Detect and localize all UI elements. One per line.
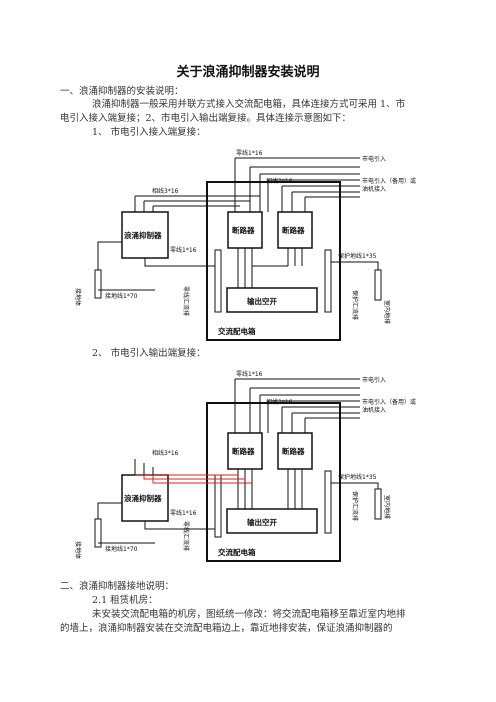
section-1-paragraph-line-1: 浪涌抑制器一般采用并联方式接入交流配电箱，具体连接方式可采用 1、市 [92, 99, 406, 110]
wiring-diagram-2: 零线1*16 市电引入 相线3*16 市电引入（备用）或 油机接入 相线3*16… [74, 370, 416, 562]
fig2-mains-backup-label-2: 油机接入 [362, 406, 386, 414]
ac-box-outline [206, 181, 341, 341]
wiring-diagram-1: 零线1*16 市电引入 相线3*16 市电引入（备用）或 油机接入 相线3*16… [74, 149, 416, 341]
fig2-breaker-2-label: 断路器 [282, 446, 305, 456]
section-1-heading: 一、浪涌抑制器的安装说明： [60, 86, 184, 97]
fig1-neutral-bar-label: 零线汇流排 [182, 286, 190, 316]
fig1-neutral-left-label: 零线1*16 [170, 246, 197, 254]
fig2-mains-in-label: 市电引入 [362, 376, 386, 384]
section-2-subheading: 2.1 租赁机房： [92, 595, 158, 606]
fig2-spd-label: 浪涌抑制器 [124, 493, 162, 503]
fig2-indoor-bar-label: 室内地排 [383, 495, 391, 519]
fig1-mains-backup-label-1: 市电引入（备用）或 [362, 177, 416, 185]
list-item-1: 1、 市电引入接入端复接： [92, 127, 206, 138]
fig2-breaker-1-label: 断路器 [232, 446, 255, 456]
fig2-output-switch-label: 输出空开 [247, 517, 277, 527]
fig1-protect-wire-label: 保护地线1*35 [338, 252, 377, 260]
fig2-ground-body-label: 接地体 [74, 541, 82, 559]
fig2-protect-bar-label: 保护汇流排 [351, 491, 359, 521]
fig2-ac-box-label: 交流配电箱 [218, 547, 256, 557]
fig1-breaker-1-label: 断路器 [232, 225, 255, 235]
fig2-ground-wire-label: 接地线1*70 [105, 545, 138, 553]
fig1-ground-wire-label: 接地线1*70 [105, 292, 138, 300]
fig2-neutral-bar-label: 零线汇流排 [182, 521, 190, 551]
fig2-neutral-top-label: 零线1*16 [236, 370, 263, 378]
fig1-phase-left-label: 相线3*16 [152, 187, 179, 195]
fig2-phase-label: 相线3*16 [266, 398, 293, 406]
fig1-mains-backup-label-2: 油机接入 [362, 185, 386, 193]
section-2-paragraph-line-1: 未安装交流配电箱的机房，图纸统一修改：将交流配电箱移至靠近室内地排 [92, 609, 406, 620]
document-title: 关于浪涌抑制器安装说明 [176, 65, 320, 80]
fig2-protect-wire-label: 保护地线1*35 [338, 473, 377, 481]
fig1-indoor-bar-label: 室内地排 [383, 300, 391, 324]
fig1-phase-label: 相线3*16 [266, 177, 293, 185]
list-item-2: 2、 市电引入输出端复接： [92, 348, 206, 359]
section-1-paragraph-line-2: 电引入接入端复接；2、市电引入输出端复接。具体连接示意图如下： [60, 113, 352, 124]
fig1-ground-body-label: 接地体 [74, 288, 82, 306]
fig1-ac-box-label: 交流配电箱 [218, 326, 256, 336]
section-2-heading: 二、浪涌抑制器接地说明： [60, 581, 175, 592]
fig1-protect-bar-label: 保护汇流排 [351, 290, 359, 320]
fig1-neutral-top-label: 零线1*16 [236, 149, 263, 157]
fig1-breaker-2-label: 断路器 [282, 225, 305, 235]
section-2-paragraph-line-2: 的墙上，浪涌抑制器安装在交流配电箱边上，靠近地排安装，保证浪涌抑制器的 [60, 623, 393, 634]
fig1-spd-label: 浪涌抑制器 [124, 230, 162, 240]
fig1-output-switch-label: 输出空开 [247, 296, 277, 306]
fig2-phase-left-label: 相线3*16 [152, 449, 179, 457]
fig1-mains-in-label: 市电引入 [362, 155, 386, 163]
fig2-neutral-left-label: 零线1*16 [170, 509, 197, 517]
fig2-mains-backup-label-1: 市电引入（备用）或 [362, 398, 416, 406]
